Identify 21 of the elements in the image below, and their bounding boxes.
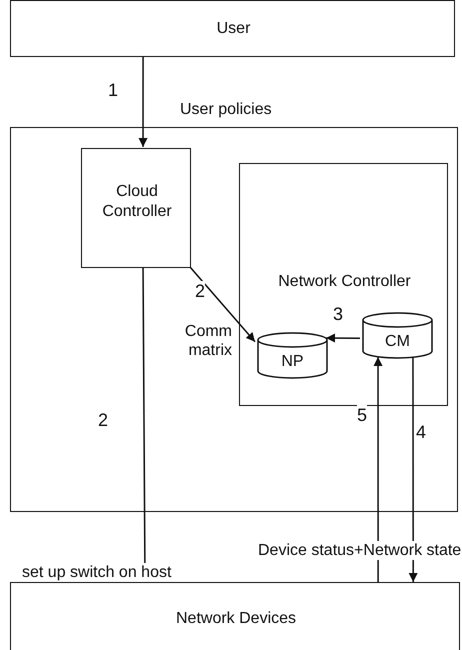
text-label: Comm matrix [184,322,232,360]
arrow [374,357,383,582]
database-cylinder [257,332,328,379]
controller-box [239,163,448,406]
node-label: Network Controller [277,272,412,292]
node-label: NP [280,352,305,372]
actor-box [10,0,455,57]
database-cylinder [362,312,433,359]
arrow [408,357,418,582]
node-label: Network Devices [174,609,298,629]
arrow [189,266,256,342]
node-label: User [216,19,252,39]
node-label: CM [384,332,411,352]
controller-box [81,148,191,268]
node-label: Cloud Controller [101,182,173,222]
text-label: set up switch on host [22,563,172,582]
text-label: User policies [180,100,272,120]
text-label: Device status+Network state [258,541,462,560]
arrow [326,334,360,343]
container-box [10,127,458,512]
arrow [138,57,148,147]
